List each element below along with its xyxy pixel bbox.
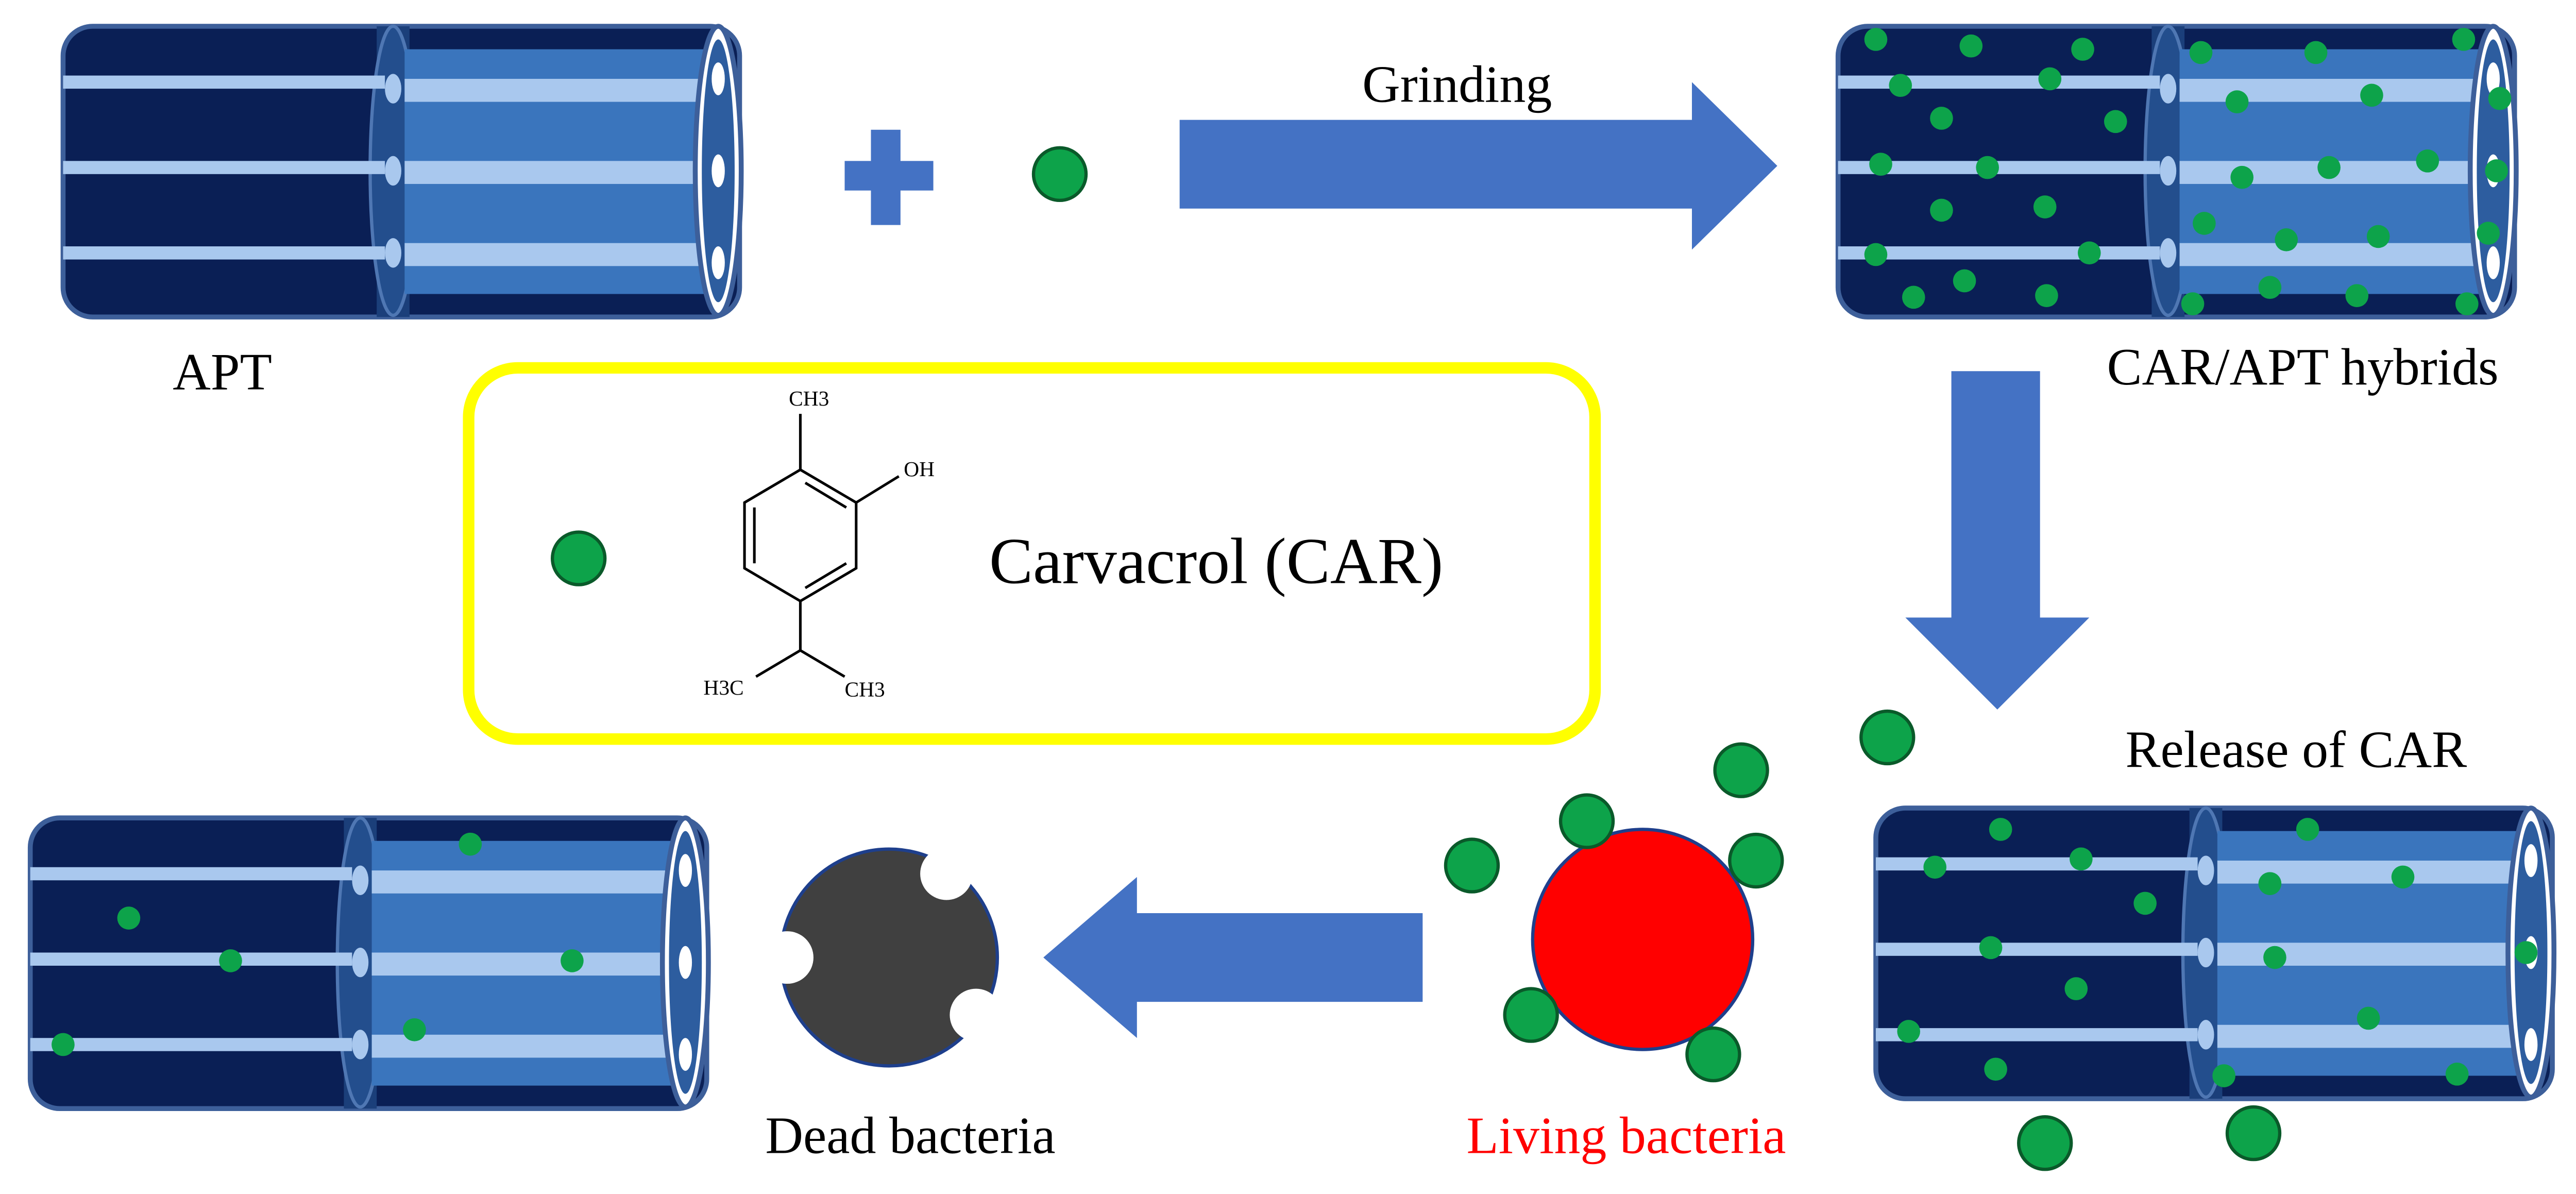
carvacrol-label: Carvacrol (CAR)	[989, 524, 1443, 597]
legend-particle-icon	[551, 530, 607, 586]
dead-bacteria-label: Dead bacteria	[765, 1106, 1055, 1165]
residual-particles	[52, 832, 584, 1056]
apt-tube	[63, 26, 741, 317]
hybrids-label: CAR/APT hybrids	[2107, 338, 2499, 396]
plus-icon	[844, 129, 934, 225]
living-bacteria-cell	[1531, 828, 1755, 1051]
carvacrol-particle-icon	[1031, 146, 1088, 203]
legend-box: CH3 OH H3C CH3 Carvacrol (CAR)	[463, 362, 1601, 745]
isopropyl-left-label: H3C	[703, 676, 743, 699]
grinding-arrow	[1179, 82, 1777, 250]
released-particles	[1859, 709, 2282, 1171]
carvacrol-structure-icon	[743, 414, 900, 678]
kill-arrow	[1043, 877, 1423, 1038]
methyl-label: CH3	[789, 386, 829, 410]
hydroxyl-label: OH	[904, 457, 935, 481]
living-bacteria	[1444, 742, 1784, 1083]
release-tube	[1876, 808, 2554, 1099]
living-bacteria-label: Living bacteria	[1467, 1106, 1786, 1165]
residual-tube	[30, 818, 708, 1108]
release-particles	[1897, 818, 2538, 1087]
grinding-label: Grinding	[1362, 56, 1552, 114]
hybrid-tube	[1838, 26, 2516, 317]
attacking-particles	[1444, 742, 1784, 1083]
apt-label: APT	[173, 343, 272, 401]
dead-bacteria	[760, 847, 1003, 1068]
hybrid-particles	[1864, 28, 2512, 315]
release-arrow	[1905, 371, 2090, 710]
isopropyl-right-label: CH3	[844, 677, 885, 701]
release-label: Release of CAR	[2126, 720, 2467, 779]
